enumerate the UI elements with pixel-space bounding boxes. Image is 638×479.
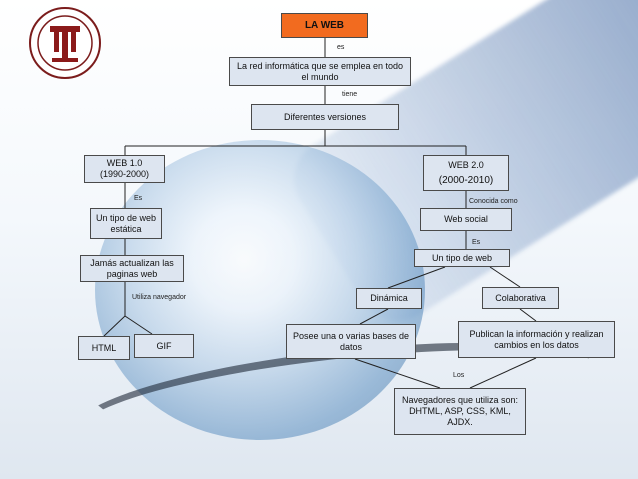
node-diferentes-versiones: Diferentes versiones [251, 104, 399, 130]
node-publican-informacion: Publican la información y realizan cambi… [458, 321, 615, 358]
node-web-2: WEB 2.0 (2000-2010) [423, 155, 509, 191]
node-web-estatica: Un tipo de web estática [90, 208, 162, 239]
node-gif: GIF [134, 334, 194, 358]
node-web-2-years: (2000-2010) [438, 175, 494, 186]
node-jamas-actualizan: Jamás actualizan las paginas web [80, 255, 184, 282]
label-conocida-como: Conocida como [469, 198, 518, 205]
label-es-top: es [337, 44, 345, 51]
label-tiene: tiene [342, 91, 358, 98]
node-la-web: LA WEB [281, 13, 368, 38]
label-utiliza-navegador: Utiliza navegador [132, 294, 187, 301]
node-html: HTML [78, 336, 130, 360]
label-es-right: Es [472, 239, 481, 246]
node-web-1: WEB 1.0 (1990-2000) [84, 155, 165, 183]
label-es-left: Es [134, 195, 143, 202]
university-seal-logo [29, 7, 101, 79]
node-red-informatica: La red informática que se emplea en todo… [229, 57, 411, 86]
node-web-2-title: WEB 2.0 [448, 160, 484, 170]
label-los: Los [453, 372, 465, 379]
node-navegadores: Navegadores que utiliza son: DHTML, ASP,… [394, 388, 526, 435]
node-web-social: Web social [420, 208, 512, 231]
node-un-tipo-de-web: Un tipo de web [414, 249, 510, 267]
node-bases-de-datos: Posee una o varias bases de datos [286, 324, 416, 359]
node-dinamica: Dinámica [356, 288, 422, 309]
node-colaborativa: Colaborativa [482, 287, 559, 309]
